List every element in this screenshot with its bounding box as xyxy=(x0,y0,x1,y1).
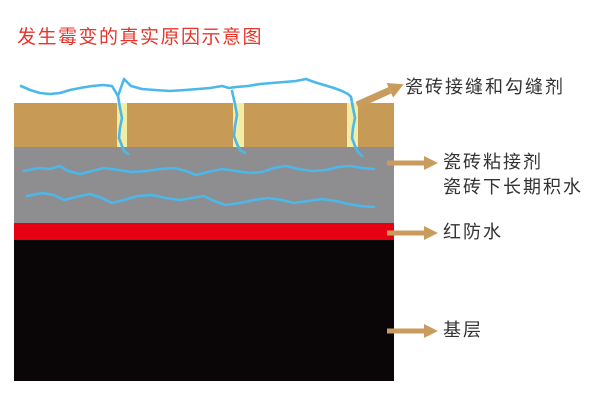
label-joint-grout: 瓷砖接缝和勾缝剂 xyxy=(405,77,565,98)
label-base-layer: 基层 xyxy=(443,320,483,341)
arrow-adhesive xyxy=(387,156,438,170)
joint-drip-line xyxy=(349,95,364,158)
joint-drip-line xyxy=(230,89,247,155)
adhesive-layer xyxy=(14,147,394,223)
trapped-water-line-upper xyxy=(22,164,376,177)
surface-water-line xyxy=(19,77,353,99)
label-red-waterproof: 红防水 xyxy=(443,222,503,243)
arrow-base xyxy=(387,324,438,338)
label-tile-adhesive: 瓷砖粘接剂 xyxy=(443,152,543,173)
base-layer xyxy=(14,240,394,381)
tile-layer xyxy=(14,103,394,147)
water-lines-group xyxy=(19,77,376,209)
waterproof-layer xyxy=(14,223,394,240)
arrow-joint xyxy=(355,83,404,109)
joint-drip-line xyxy=(116,94,130,156)
trapped-water-line-lower xyxy=(25,191,376,209)
grout-joint xyxy=(117,103,127,147)
arrow-waterproof xyxy=(387,226,438,240)
grout-joint xyxy=(233,103,244,147)
label-trapped-water: 瓷砖下长期积水 xyxy=(443,177,583,198)
page-title: 发生霉变的真实原因示意图 xyxy=(17,26,264,48)
